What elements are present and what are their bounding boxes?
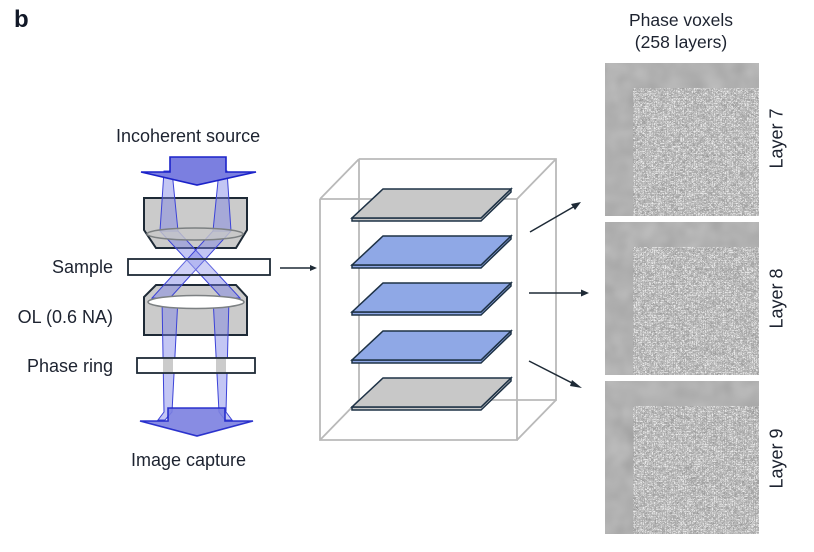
phase-ring: [136, 357, 256, 374]
image-capture-label: Image capture: [131, 450, 247, 470]
arrow-to-volume-head: [310, 265, 317, 271]
image-capture-arrow: [139, 407, 254, 437]
incoherent-source-label: Incoherent source: [116, 126, 261, 146]
voxels-title: Phase voxels (258 layers): [596, 9, 766, 53]
layer-9-label: Layer 9: [766, 428, 787, 489]
voxels-title-line2: (258 layers): [634, 32, 728, 52]
voxel-pattern-region: [633, 88, 759, 216]
volume-plate-layer-c: [350, 329, 513, 364]
panel-label: b: [14, 6, 29, 33]
condenser-lens: [146, 227, 244, 241]
phase-ring-annulus-right: [216, 359, 226, 372]
incoherent-source-arrow: [140, 156, 257, 186]
layer-7-label: Layer 7: [766, 108, 787, 169]
volume-plate-top-boundary: [350, 187, 513, 222]
objective-label: OL (0.6 NA): [17, 307, 113, 327]
voxels-title-line1: Phase voxels: [628, 10, 734, 30]
voxel-pattern-region: [633, 406, 759, 534]
volume-plate-layer-b: [350, 281, 513, 316]
layer-8-label: Layer 8: [766, 268, 787, 329]
arrows-to-voxels: [528, 202, 589, 388]
voxel-image-layer-9: [605, 381, 759, 534]
voxel-image-layer-8: [605, 222, 759, 375]
sample-slide: [127, 258, 271, 276]
sample-label: Sample: [51, 257, 113, 277]
objective-lens: [147, 294, 245, 310]
volume-plate-bottom-boundary: [350, 376, 513, 411]
voxel-image-layer-7: [605, 63, 759, 216]
phase-ring-annulus-left: [163, 359, 173, 372]
phase-ring-label: Phase ring: [26, 356, 113, 376]
volume-plate-layer-a: [350, 234, 513, 269]
voxel-pattern-region: [633, 247, 759, 375]
